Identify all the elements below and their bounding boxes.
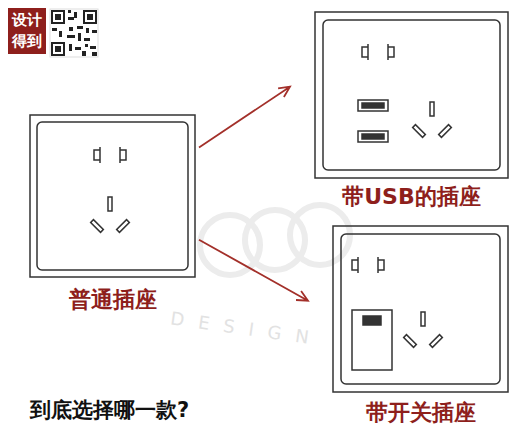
- socket-label: 带USB的插座: [342, 182, 480, 212]
- socket-label: 带开关插座: [366, 398, 476, 428]
- question-text: 到底选择哪一款?: [30, 396, 189, 424]
- watermark: DESIGN: [169, 307, 324, 349]
- arrow-connector: [199, 240, 308, 301]
- arrow-connector: [199, 87, 290, 148]
- socket-box: 普通插座: [30, 115, 195, 277]
- logo-text: 设计 得到: [8, 8, 46, 54]
- socket-box: 带开关插座: [333, 226, 508, 392]
- socket-box: 带USB的插座: [315, 12, 508, 178]
- socket-label: 普通插座: [69, 285, 157, 315]
